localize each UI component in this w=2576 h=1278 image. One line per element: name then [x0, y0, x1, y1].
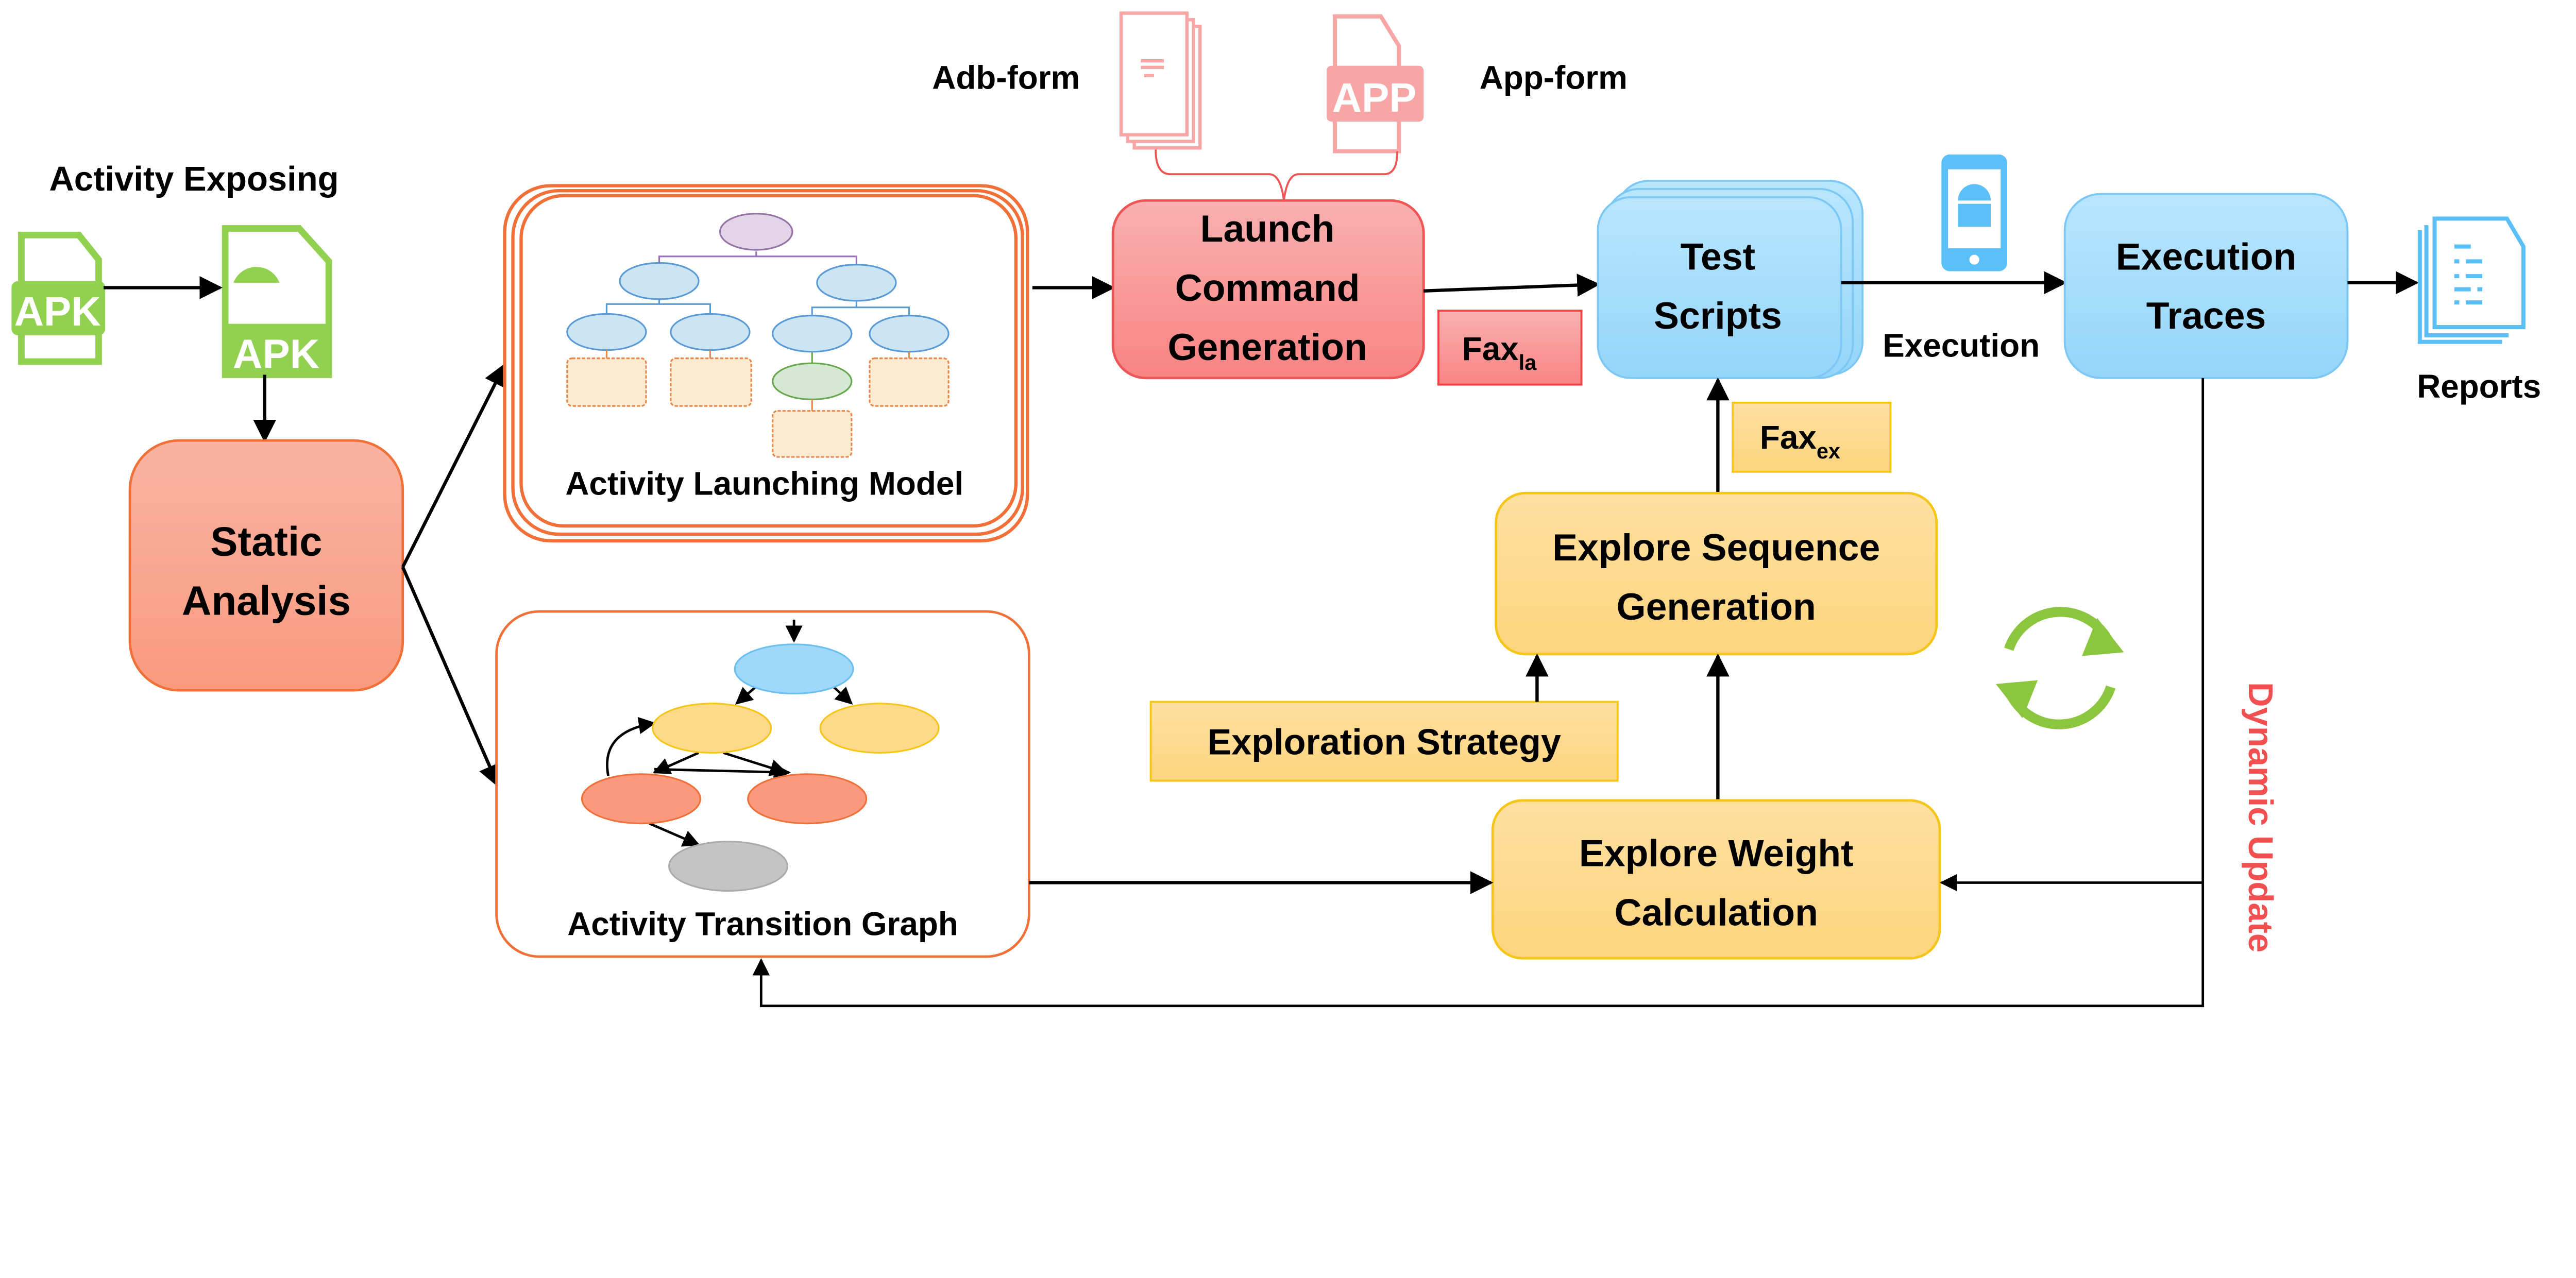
- dynamic-update-label: Dynamic Update: [2241, 682, 2280, 952]
- adb-document-icon: [1119, 11, 1202, 150]
- svg-text:Traces: Traces: [2146, 295, 2266, 337]
- fax-ex-node: Faxex: [1732, 401, 1892, 473]
- android-icon: [233, 267, 280, 283]
- svg-text:Command: Command: [1175, 267, 1360, 309]
- svg-text:Scripts: Scripts: [1654, 295, 1782, 337]
- activity-launching-model-node: Activity Launching Model: [503, 184, 1029, 542]
- reports-label: Reports: [2417, 368, 2541, 405]
- svg-text:Explore Sequence: Explore Sequence: [1552, 526, 1880, 569]
- svg-text:Launch: Launch: [1200, 208, 1335, 250]
- fax-la-node: Faxla: [1437, 310, 1583, 386]
- framework-diagram: Activity Exposing APK APK Static Analysi…: [11, 11, 2541, 1008]
- svg-text:Faxla: Faxla: [1462, 330, 1537, 374]
- launching-tree: [566, 213, 950, 458]
- adb-form-label: Adb-form: [932, 59, 1080, 96]
- arrow-static-to-alm: [401, 363, 506, 568]
- svg-text:Calculation: Calculation: [1614, 891, 1818, 933]
- form-brace: [1155, 149, 1399, 201]
- refresh-cycle-icon: [1995, 607, 2124, 729]
- transition-graph: [581, 619, 940, 892]
- reports-icon: [2417, 216, 2526, 344]
- explore-sequence-generation-node: Explore Sequence Generation: [1495, 491, 1938, 656]
- app-form-label: App-form: [1480, 59, 1628, 96]
- svg-text:APK: APK: [233, 331, 319, 377]
- execution-label: Execution: [1883, 327, 2040, 364]
- dynamic-update-line: [752, 378, 2205, 1008]
- svg-text:Test: Test: [1681, 235, 1755, 278]
- static-analysis-node: Static Analysis: [128, 439, 404, 692]
- arrow-static-to-atg: [401, 566, 501, 788]
- launch-command-generation-node: Launch Command Generation: [1111, 199, 1425, 380]
- svg-text:Exploration Strategy: Exploration Strategy: [1207, 722, 1561, 762]
- activity-transition-graph-node: Activity Transition Graph: [495, 610, 1030, 958]
- svg-text:APK: APK: [14, 288, 100, 334]
- svg-text:Faxex: Faxex: [1760, 419, 1840, 463]
- exploration-strategy-node: Exploration Strategy: [1149, 701, 1619, 782]
- svg-text:Generation: Generation: [1617, 586, 1816, 628]
- svg-text:Activity Launching Model: Activity Launching Model: [565, 465, 963, 502]
- svg-text:Analysis: Analysis: [182, 577, 351, 623]
- execution-traces-node: Execution Traces: [2063, 193, 2349, 379]
- svg-text:Generation: Generation: [1167, 326, 1367, 368]
- svg-text:Static: Static: [210, 518, 322, 564]
- arrow-lcg-to-test-scripts: [1423, 274, 1600, 297]
- activity-exposing-label: Activity Exposing: [49, 160, 338, 198]
- svg-text:Execution: Execution: [2116, 235, 2297, 278]
- app-file-icon: APP: [1326, 14, 1424, 154]
- apk-file-icon: APK: [11, 231, 106, 365]
- exposed-apk-file-icon: APK: [222, 225, 332, 378]
- explore-weight-calculation-node: Explore Weight Calculation: [1491, 799, 1941, 960]
- android-phone-icon: [1941, 154, 2007, 271]
- svg-text:Activity Transition Graph: Activity Transition Graph: [567, 906, 958, 943]
- test-scripts-node: Test Scripts: [1597, 180, 1864, 379]
- svg-text:APP: APP: [1332, 75, 1417, 121]
- svg-text:Explore Weight: Explore Weight: [1579, 832, 1854, 875]
